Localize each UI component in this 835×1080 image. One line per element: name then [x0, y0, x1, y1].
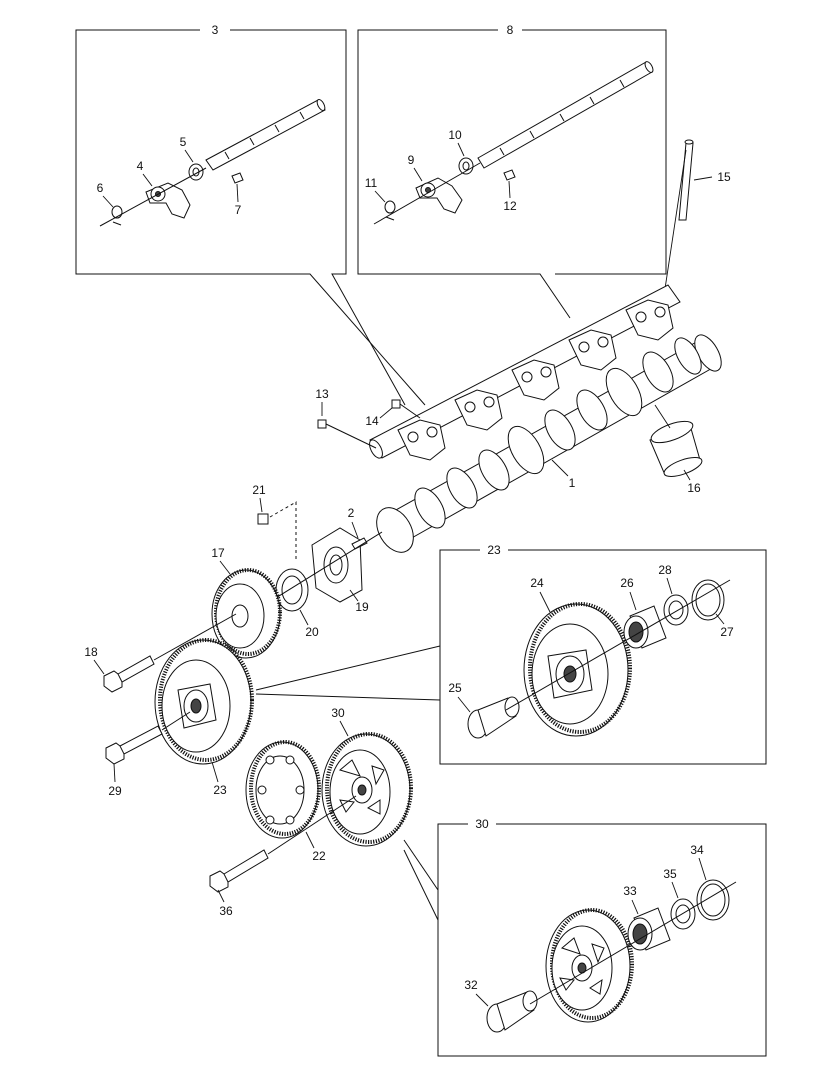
callout-22: 22 — [312, 849, 326, 863]
callout-36: 36 — [219, 904, 233, 918]
gear-30-detail — [545, 908, 634, 1023]
gear-24: 24 — [523, 576, 632, 737]
callout-19: 19 — [355, 600, 369, 614]
washer-20: 20 — [275, 568, 319, 639]
thrust-plate-19: 19 — [311, 527, 369, 614]
callout-33: 33 — [623, 884, 637, 898]
screw-12 — [503, 169, 516, 181]
callout-21: 21 — [252, 483, 266, 497]
bolt-13: 13 — [315, 387, 377, 449]
bearing-26: 26 — [620, 576, 667, 649]
rocker-pair-2 — [454, 389, 503, 431]
rocker-pair-3 — [511, 359, 560, 401]
callout-26: 26 — [620, 576, 634, 590]
box-label-3: 3 — [212, 23, 219, 37]
rocker-arm-9 — [415, 177, 463, 214]
clip-6 — [111, 205, 123, 226]
detail-box-30: 30 32 33 35 — [437, 817, 767, 1057]
bolt-36: 36 — [209, 795, 357, 918]
bushing-25: 25 — [448, 681, 520, 739]
callout-11: 11 — [365, 176, 378, 190]
box-label-30: 30 — [475, 817, 489, 831]
bolt-14: 14 — [365, 399, 421, 428]
callout-24: 24 — [530, 576, 544, 590]
detail-box-8: 8 10 9 11 12 — [357, 23, 667, 319]
callout-14: 14 — [365, 414, 379, 428]
callout-35: 35 — [663, 867, 677, 881]
screw-21: 21 — [252, 483, 297, 560]
gear-30: 30 — [321, 706, 439, 921]
callout-13: 13 — [315, 387, 329, 401]
callout-5: 5 — [180, 135, 187, 149]
gear-22: 22 — [245, 740, 326, 863]
bushing-32: 32 — [464, 978, 538, 1033]
callout-23: 23 — [213, 783, 227, 797]
gear-23: 23 — [154, 638, 441, 797]
callout-18: 18 — [84, 645, 98, 659]
ring-28: 28 — [658, 563, 689, 626]
callout-2: 2 — [348, 506, 355, 520]
spring-5 — [188, 163, 204, 181]
callout-30: 30 — [331, 706, 345, 720]
snap-ring-34: 34 — [690, 843, 730, 921]
rocker-pair-1 — [397, 419, 446, 461]
callout-15: 15 — [717, 170, 731, 184]
rocker-shaft-detail-8 — [477, 61, 654, 169]
snap-ring-27: 27 — [691, 579, 734, 639]
callout-27: 27 — [720, 625, 734, 639]
pin-2: 2 — [348, 506, 368, 550]
callout-29: 29 — [108, 784, 122, 798]
bolt-18: 18 — [84, 613, 237, 693]
screw-7 — [231, 172, 244, 184]
box-label-23: 23 — [487, 543, 501, 557]
rocker-shaft-detail-3 — [205, 99, 326, 171]
rocker-pair-4 — [568, 329, 617, 371]
detail-box-23: 23 24 25 26 28 — [439, 543, 767, 765]
bushing-16: 16 — [649, 404, 703, 495]
callout-1: 1 — [569, 476, 576, 490]
spring-10 — [458, 157, 474, 175]
callout-32: 32 — [464, 978, 478, 992]
callout-4: 4 — [137, 159, 144, 173]
rocker-pair-5 — [625, 299, 674, 341]
callout-9: 9 — [408, 153, 415, 167]
box-label-8: 8 — [507, 23, 514, 37]
callout-6: 6 — [97, 181, 104, 195]
callout-25: 25 — [448, 681, 462, 695]
ring-35: 35 — [663, 867, 696, 930]
bearing-33: 33 — [623, 884, 671, 951]
push-rod-15: 15 — [657, 139, 731, 336]
rocker-arm-4 — [145, 182, 191, 219]
callout-12: 12 — [503, 199, 517, 213]
camshaft-1: 1 — [376, 334, 722, 553]
detail-box-3: 3 5 4 6 7 — [75, 23, 426, 406]
callout-34: 34 — [690, 843, 704, 857]
callout-28: 28 — [658, 563, 672, 577]
callout-10: 10 — [448, 128, 462, 142]
rocker-shaft-assembly — [369, 284, 681, 461]
callout-20: 20 — [305, 625, 319, 639]
callout-17: 17 — [211, 546, 225, 560]
bolt-29: 29 — [105, 711, 191, 798]
callout-16: 16 — [687, 481, 701, 495]
gear-17: 17 — [211, 546, 282, 659]
callout-7: 7 — [235, 203, 242, 217]
clip-11 — [384, 200, 396, 221]
